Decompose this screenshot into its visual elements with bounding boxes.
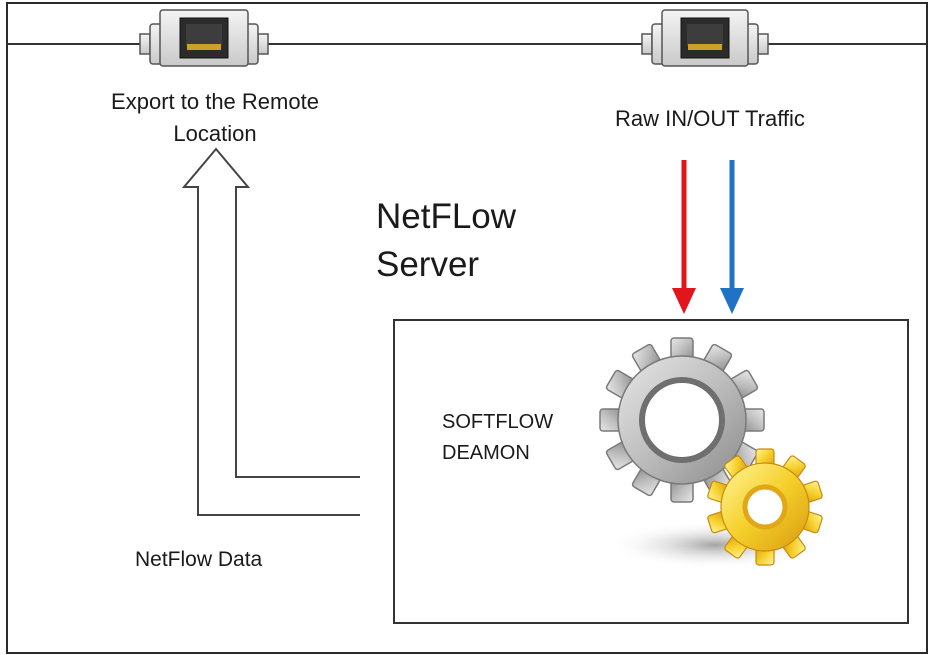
out-traffic-arrow xyxy=(720,160,744,314)
server-title: NetFLow Server xyxy=(376,193,596,289)
export-label-line1: Export to the Remote xyxy=(111,89,319,114)
outer-frame xyxy=(6,2,928,654)
export-label: Export to the Remote Location xyxy=(60,86,370,150)
ethernet-port-icon-left xyxy=(139,9,269,67)
gear-icon-large xyxy=(599,337,765,503)
server-title-line2: Server xyxy=(376,245,480,284)
export-arrow xyxy=(181,147,360,516)
raw-traffic-label: Raw IN/OUT Traffic xyxy=(615,106,805,131)
daemon-label-line1: SOFTFLOW xyxy=(442,411,554,433)
in-traffic-arrow xyxy=(672,160,696,314)
server-title-line1: NetFLow xyxy=(376,197,517,236)
netflow-data-label: NetFlow Data xyxy=(135,548,263,571)
daemon-label: SOFTFLOW DEAMON xyxy=(442,407,602,469)
ethernet-port-icon-right xyxy=(641,9,769,67)
export-label-line2: Location xyxy=(173,121,257,146)
daemon-label-line2: DEAMON xyxy=(442,442,530,464)
gear-icon-small xyxy=(707,448,823,566)
